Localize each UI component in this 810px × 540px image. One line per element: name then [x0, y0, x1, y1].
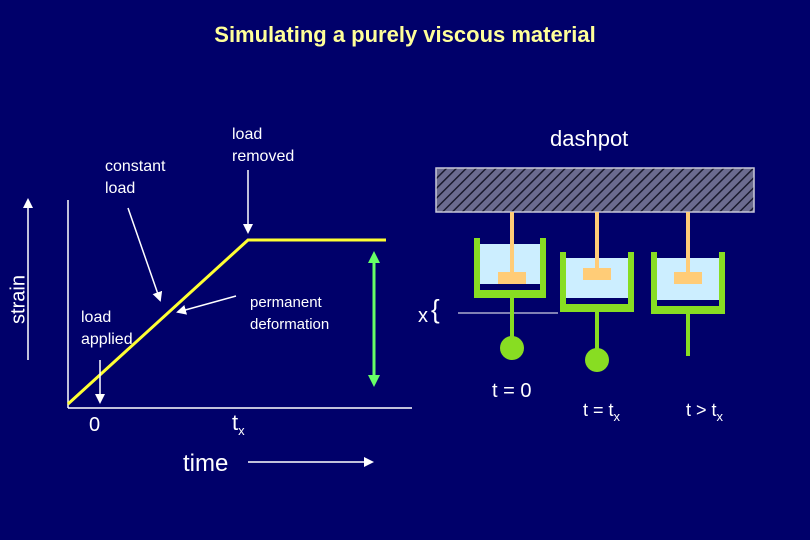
permanent-deformation-line2: deformation [250, 316, 330, 333]
origin-label: 0 [89, 414, 101, 436]
state-label-0: t = 0 [492, 380, 531, 405]
permanent-deformation-label: permanent deformation [250, 292, 329, 336]
constant-load-line1: constant [105, 158, 166, 175]
state-1-main: t = t [583, 400, 614, 420]
mass-ball [585, 348, 609, 372]
constant-load-label: constant load [105, 156, 165, 200]
x-label: x{ [418, 294, 440, 329]
dashpot-state-1 [560, 212, 634, 372]
constant-load-arrow [127, 207, 163, 302]
state-2-sub: x [716, 409, 724, 424]
state-label-2: t > tx [686, 400, 723, 424]
piston-head [498, 272, 526, 284]
dashpot-title: dashpot [550, 126, 629, 151]
tx-label: tx [232, 410, 245, 438]
load-applied-label: load applied [81, 307, 133, 351]
dashpot-state-0 [474, 212, 546, 360]
y-axis-label: strain [7, 275, 30, 324]
piston-head [674, 272, 702, 284]
load-removed-line2: removed [232, 148, 295, 165]
tx-sub: x [238, 423, 245, 438]
dashpot-state-2 [651, 212, 725, 356]
dashpot-cylinder [560, 252, 634, 312]
dashpot-cylinder [474, 238, 546, 298]
load-removed-label: load removed [232, 124, 294, 168]
mass-ball [500, 336, 524, 360]
tx-main: t [232, 410, 239, 435]
state-0-main: t = 0 [492, 380, 532, 402]
load-applied-line1: load [81, 309, 112, 326]
strain-curve [66, 238, 386, 406]
page-title: Simulating a purely viscous material [214, 22, 596, 47]
state-1-sub: x [613, 409, 621, 424]
load-applied-line2: applied [81, 331, 133, 348]
fixed-support [435, 167, 755, 213]
state-2-main: t > t [686, 400, 717, 420]
dashpot-cylinder [651, 252, 725, 314]
x-letter: x [418, 305, 428, 327]
x-brace: { [431, 294, 440, 324]
constant-load-line2: load [105, 180, 136, 197]
load-removed-line1: load [232, 126, 263, 143]
piston-head [583, 268, 611, 280]
permanent-deformation-line1: permanent [250, 294, 322, 311]
permanent-deformation-arrow [176, 295, 237, 315]
time-label: time [183, 450, 229, 477]
state-label-1: t = tx [583, 400, 620, 424]
